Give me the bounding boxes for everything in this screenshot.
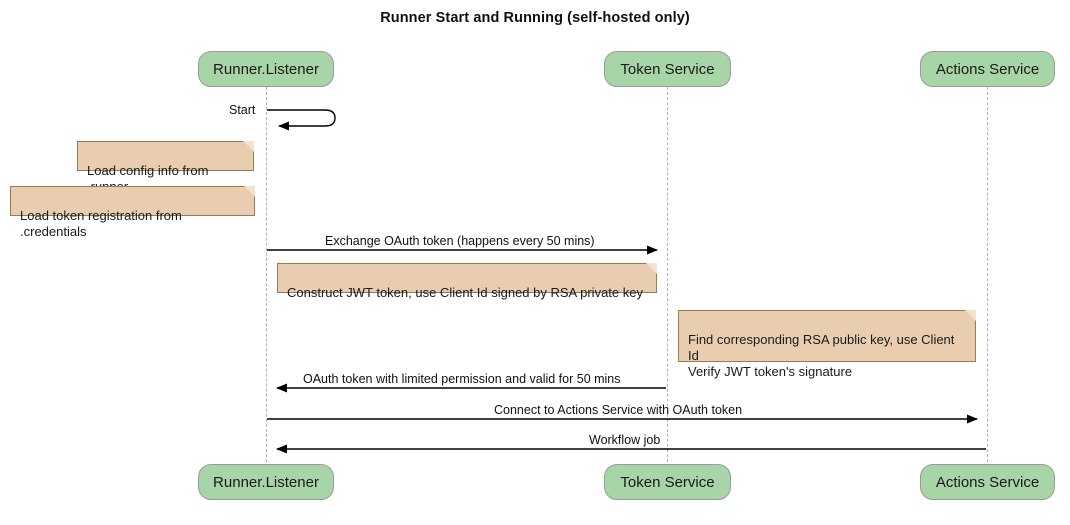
message-label-exchange-oauth-token: Exchange OAuth token (happens every 50 m…: [325, 234, 595, 248]
note-text: Find corresponding RSA public key, use C…: [688, 332, 955, 379]
lifeline-runner-listener: [266, 87, 267, 462]
participant-actions-service-top[interactable]: Actions Service: [920, 51, 1055, 87]
note-construct-jwt-token: Construct JWT token, use Client Id signe…: [277, 263, 657, 300]
participant-token-service-top[interactable]: Token Service: [604, 51, 731, 87]
message-label-workflow-job: Workflow job: [589, 433, 661, 447]
participant-actions-service-bottom[interactable]: Actions Service: [920, 464, 1055, 500]
note-fold-edge-icon: [641, 263, 657, 279]
participant-label: Actions Service: [935, 473, 1040, 491]
participant-label: Runner.Listener: [213, 60, 319, 78]
participant-token-service-bottom[interactable]: Token Service: [604, 464, 731, 500]
message-label-connect-actions-service: Connect to Actions Service with OAuth to…: [494, 403, 743, 417]
note-load-config-info: Load config info from .runner: [77, 141, 254, 194]
note-fold-edge-icon: [239, 186, 255, 202]
message-label-oauth-token-returned: OAuth token with limited permission and …: [303, 372, 621, 386]
participant-label: Runner.Listener: [213, 473, 319, 491]
participant-label: Token Service: [620, 60, 715, 78]
page-title: Runner Start and Running (self-hosted on…: [380, 10, 690, 26]
note-fold-edge-icon: [960, 310, 976, 326]
participant-label: Actions Service: [935, 60, 1040, 78]
message-label-start: Start: [229, 103, 256, 117]
note-text: Construct JWT token, use Client Id signe…: [287, 285, 643, 300]
participant-runner-listener-bottom[interactable]: Runner.Listener: [198, 464, 334, 500]
note-load-token-registration: Load token registration from .credential…: [10, 186, 255, 239]
lifeline-token-service: [667, 87, 668, 462]
note-verify-jwt-signature: Find corresponding RSA public key, use C…: [678, 310, 976, 379]
note-fold-edge-icon: [238, 141, 254, 157]
lifeline-actions-service: [987, 87, 988, 462]
participant-runner-listener-top[interactable]: Runner.Listener: [198, 51, 334, 87]
participant-label: Token Service: [620, 473, 715, 491]
note-text: Load token registration from .credential…: [20, 208, 182, 239]
